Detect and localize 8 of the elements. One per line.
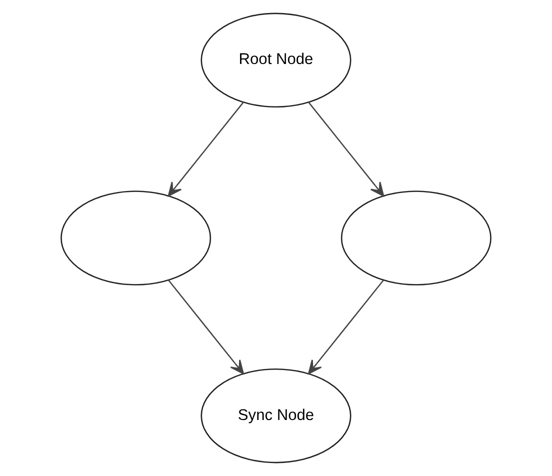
node-ellipse [340, 190, 492, 286]
node-ellipse: Sync Node [200, 368, 352, 464]
arrow [168, 102, 244, 197]
node-ellipse: Root Node [200, 12, 352, 108]
arrow [168, 280, 244, 374]
arrow [308, 102, 384, 197]
node-ellipse [60, 190, 212, 286]
arrow [308, 280, 384, 374]
